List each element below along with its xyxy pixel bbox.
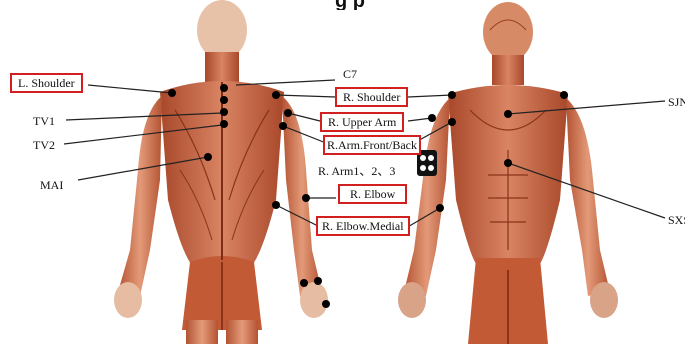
back-view-figure xyxy=(114,0,328,344)
label-tv1: TV1 xyxy=(33,114,55,128)
label-c7: C7 xyxy=(343,67,357,81)
label-tv2: TV2 xyxy=(33,138,55,152)
label-r-arm-123: R. Arm1、2、3 xyxy=(318,164,395,178)
label-r-upper-arm: R. Upper Arm xyxy=(320,112,404,132)
page-header-fragment: g p xyxy=(140,0,560,10)
label-sxs: SXS xyxy=(668,213,685,227)
label-r-shoulder: R. Shoulder xyxy=(335,87,408,107)
label-r-elbow-medial: R. Elbow.Medial xyxy=(316,216,410,236)
label-r-elbow: R. Elbow xyxy=(338,184,407,204)
label-l-shoulder: L. Shoulder xyxy=(10,73,83,93)
label-mai: MAI xyxy=(40,178,63,192)
label-sjn: SJN xyxy=(668,95,685,109)
label-r-arm-front-back: R.Arm.Front/Back xyxy=(323,135,421,155)
